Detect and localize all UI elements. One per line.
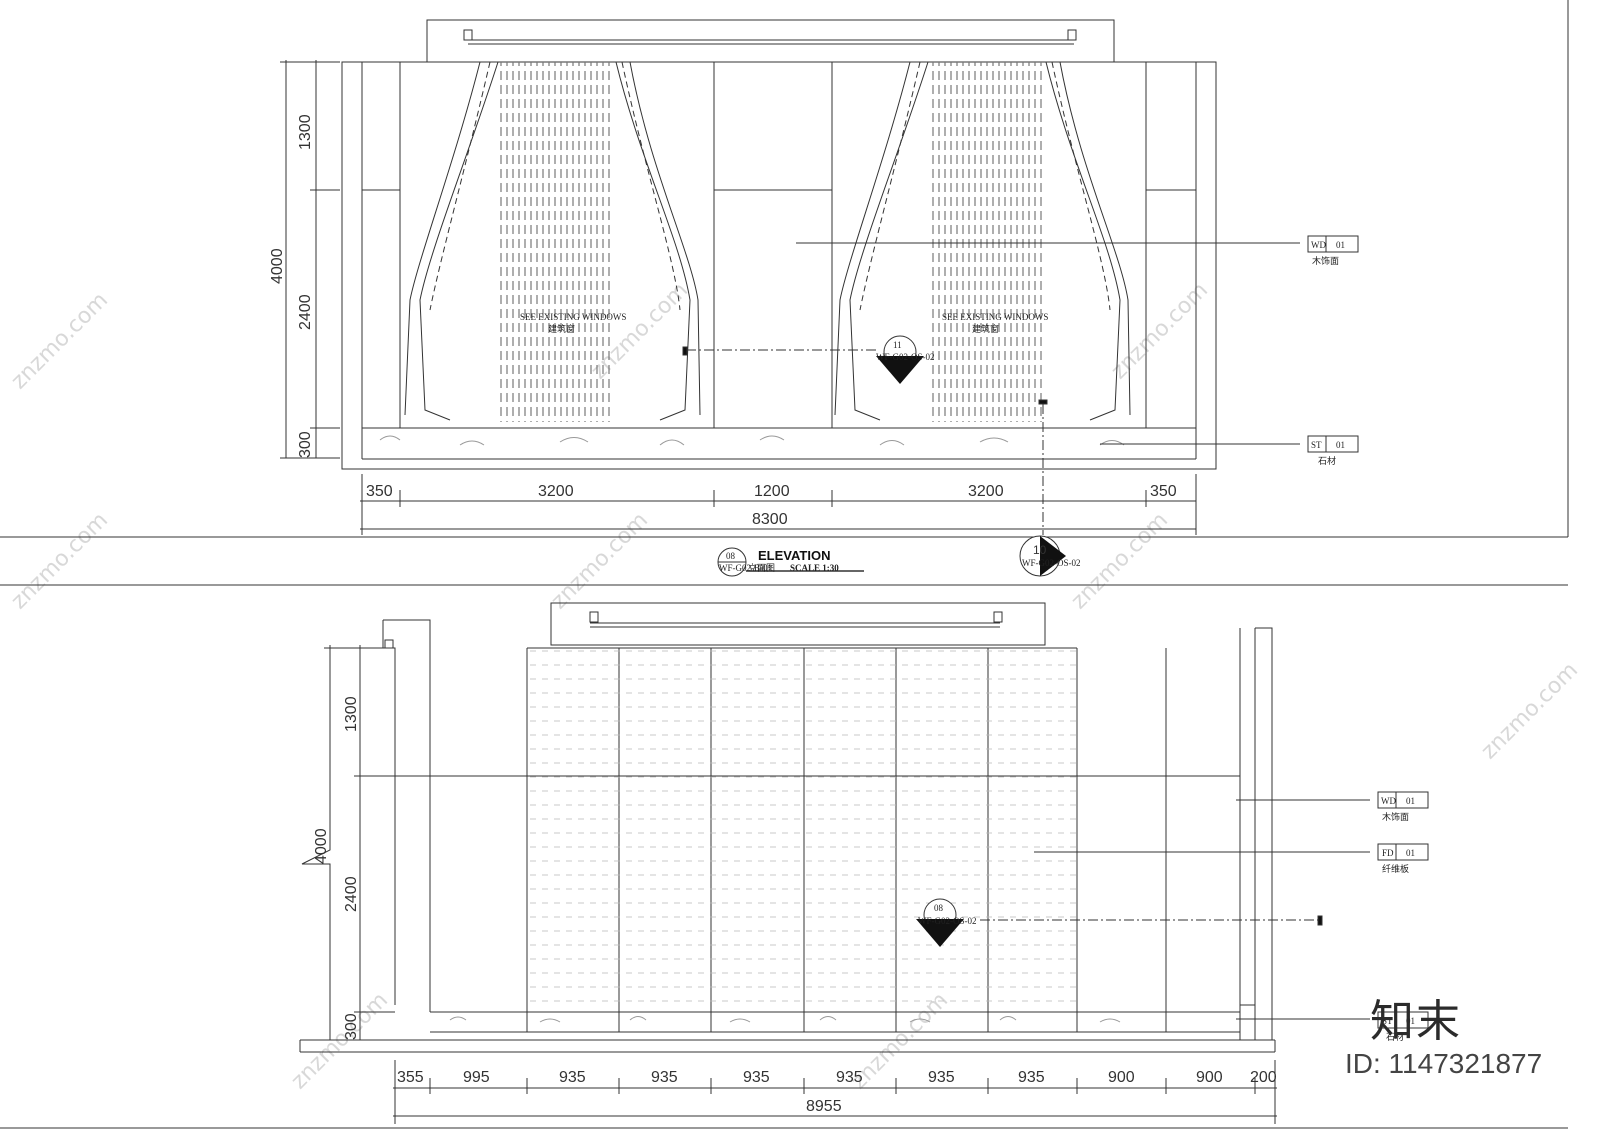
section-marker-11: 11 WF-G02-OS-02 [876,335,935,384]
callout-desc: 木饰面 [1382,811,1409,823]
watermark: znzmo.com [7,288,113,394]
note-building-window: 建筑窗 [972,323,999,335]
dim-width: 355 [397,1069,424,1086]
top-elevation [341,19,1300,535]
callout-code: WD [1381,796,1396,806]
sheet-frame [0,0,1569,1129]
bottom-elevation [299,602,1370,1053]
watermark: znzmo.com [1107,278,1213,384]
callout-number: 01 [1406,1016,1415,1026]
brand-logo: 知末 [1370,996,1462,1047]
section-marker-ref: WF-G02-OS-02 [918,916,977,926]
bottom-horizontal-dimension-lines [393,1060,1277,1124]
dim-height-middle: 2400 [297,294,314,330]
dim-width: 3200 [538,483,574,500]
callout-st-top [1307,435,1359,453]
callout-desc: 纤维板 [1382,863,1409,875]
dim-height-base: 300 [343,1013,360,1040]
callout-number: 01 [1406,848,1415,858]
callout-number: 01 [1336,440,1345,450]
dim-height-upper: 1300 [343,696,360,732]
callout-number: 01 [1406,796,1415,806]
callout-wd-top [1307,235,1359,253]
callout-fd-bottom [1377,843,1429,861]
section-marker-08 [916,898,964,947]
section-marker-number: 10 [1033,543,1047,557]
elevation-subtitle: 立面图 [748,562,775,574]
callout-st-bottom [1377,1011,1429,1029]
callout-wd-bottom [1377,791,1429,809]
dim-width: 1200 [754,483,790,500]
dim-width: 350 [366,483,393,500]
dim-width-total: 8300 [752,511,788,528]
dim-width: 995 [463,1069,490,1086]
dim-width: 935 [651,1069,678,1086]
top-vertical-dimension-lines [280,60,340,459]
note-existing-windows: SEE EXISTING WINDOWS [520,312,626,322]
dim-width: 3200 [968,483,1004,500]
note-building-window: 建筑窗 [548,323,575,335]
watermark: znzmo.com [547,508,653,614]
section-marker-ref: WF-G02-OS-02 [1022,558,1081,568]
title-bubble-number: 08 [726,551,736,561]
dim-height-upper: 1300 [297,114,314,150]
section-marker-10 [1019,535,1066,577]
svg-text:WF-G02-OS-02: WF-G02-OS-02 [876,352,935,362]
callout-code: ST [1382,1016,1393,1026]
callout-desc: 木饰面 [1312,255,1339,267]
dim-width-total: 8955 [806,1098,842,1115]
elevation-scale: SCALE 1:30 [790,563,839,573]
callout-number: 01 [1336,240,1345,250]
title-bubble [717,547,864,577]
dim-width: 200 [1250,1069,1277,1086]
section-marker-number: 08 [934,903,944,913]
document-id: ID: 1147321877 [1345,1048,1543,1079]
callout-code: WD [1311,240,1326,250]
dim-width: 935 [1018,1069,1045,1086]
dim-width: 350 [1150,483,1177,500]
dim-height-middle: 2400 [343,876,360,912]
watermark: znzmo.com [7,508,113,614]
elevation-title: ELEVATION [758,548,830,563]
bottom-vertical-dimension-lines [301,645,395,1041]
top-horizontal-dimension-lines [360,474,1197,535]
watermark: znzmo.com [1067,508,1173,614]
title-bubble-ref: WF-G02-B-01 [719,563,772,573]
dim-width: 935 [743,1069,770,1086]
dim-width: 900 [1108,1069,1135,1086]
svg-text:11: 11 [893,340,902,350]
callout-code: ST [1311,440,1322,450]
callout-code: FD [1382,848,1394,858]
callout-desc: 石材 [1386,1031,1404,1043]
watermark: znzmo.com [287,988,393,1094]
dim-height-total: 4000 [269,248,286,284]
dim-height-base: 300 [297,431,314,458]
dim-width: 935 [928,1069,955,1086]
dim-width: 935 [836,1069,863,1086]
callout-desc: 石材 [1318,455,1336,467]
dim-width: 935 [559,1069,586,1086]
dim-width: 900 [1196,1069,1223,1086]
dim-height-total: 4000 [313,828,330,864]
watermark: znzmo.com [1477,658,1583,764]
note-existing-windows: SEE EXISTING WINDOWS [942,312,1048,322]
